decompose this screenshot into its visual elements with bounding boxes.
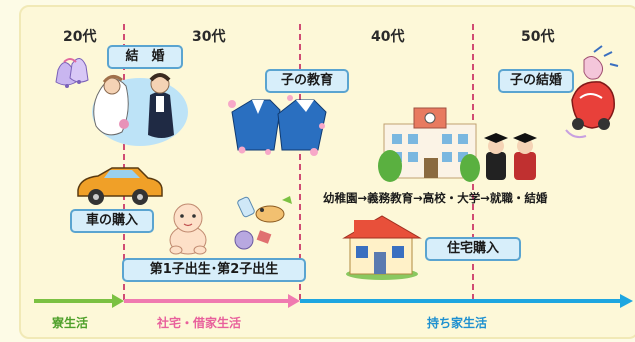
graduates-icon bbox=[484, 133, 537, 180]
decade-50s: 50代 bbox=[521, 29, 555, 45]
stage-arrow-rental bbox=[124, 294, 300, 308]
house-purchase-tag: 住宅購入 bbox=[425, 237, 521, 261]
wedding-bells-icon bbox=[55, 58, 89, 88]
divider-20s-30s bbox=[123, 24, 125, 300]
children-birth-tag: 第1子出生･第2子出生 bbox=[122, 258, 306, 282]
school-building-icon bbox=[378, 107, 480, 182]
car-icon bbox=[77, 167, 163, 205]
stage-label-owned-home: 持ち家生活 bbox=[427, 316, 488, 330]
decade-30s: 30代 bbox=[192, 29, 226, 45]
divider-30s-40s bbox=[299, 24, 301, 300]
child-marriage-tag: 子の結婚 bbox=[498, 69, 574, 93]
stage-label-rental: 社宅・借家生活 bbox=[157, 316, 242, 330]
school-uniform-icon bbox=[228, 95, 327, 156]
wedding-car-icon bbox=[565, 45, 619, 139]
bride-groom-icon bbox=[92, 73, 188, 146]
baby-items-icon bbox=[234, 196, 292, 250]
education-path-text: 幼稚園→義務教育→高校・大学→就職・結婚 bbox=[323, 191, 548, 205]
stage-label-dormitory: 寮生活 bbox=[52, 316, 89, 330]
decade-40s: 40代 bbox=[371, 29, 405, 45]
baby-icon bbox=[169, 203, 207, 255]
car-purchase-tag: 車の購入 bbox=[70, 209, 154, 233]
stage-arrow-owned-home bbox=[300, 294, 633, 308]
house-icon bbox=[342, 215, 422, 280]
education-tag: 子の教育 bbox=[265, 69, 349, 93]
marriage-tag: 結 婚 bbox=[107, 45, 183, 69]
decade-20s: 20代 bbox=[63, 29, 97, 45]
stage-arrow-dormitory bbox=[34, 294, 124, 308]
